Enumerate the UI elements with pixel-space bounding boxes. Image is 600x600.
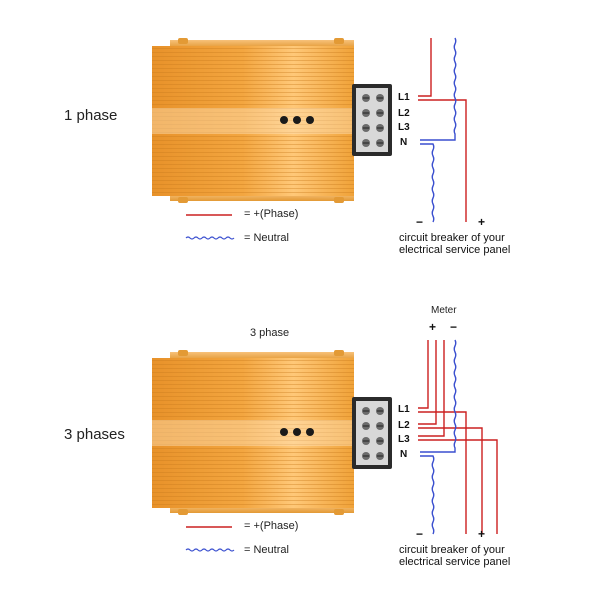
breaker-caption-line2: electrical service panel	[399, 556, 511, 568]
phase-wire-l2	[418, 340, 437, 425]
terminal-label-n: N	[400, 137, 408, 148]
section-label-2: 3 phases	[64, 426, 125, 443]
phase-wire-l1	[418, 340, 429, 409]
terminal-label-l2: L2	[398, 108, 410, 119]
legend-neutral-line	[185, 548, 235, 552]
wiring-2	[418, 339, 498, 535]
breaker-minus-sign: −	[416, 527, 424, 541]
neutral-wire	[420, 455, 435, 535]
breaker-caption-line1: circuit breaker of your	[399, 232, 505, 244]
indicator-dot	[306, 428, 314, 436]
legend-neutral-line	[185, 236, 235, 240]
meter-minus-sign: −	[450, 320, 458, 334]
terminal-label-l1: L1	[398, 404, 410, 415]
wiring-1	[418, 37, 467, 223]
breaker-plus-sign: +	[478, 527, 486, 541]
section-label-1: 1 phase	[64, 107, 118, 124]
indicator-dot	[293, 428, 301, 436]
legend-neutral-text: = Neutral	[244, 232, 289, 244]
terminal-block	[352, 397, 392, 469]
indicator-dot	[280, 116, 288, 124]
device-2	[152, 350, 392, 515]
device-1	[152, 38, 392, 203]
terminal-label-l2: L2	[398, 420, 410, 431]
terminal-label-l3: L3	[398, 122, 410, 133]
breaker-plus-sign: +	[478, 215, 486, 229]
legend-phase-text: = +(Phase)	[244, 520, 299, 532]
phase-wire-l3	[418, 340, 445, 437]
phase-wire	[418, 38, 432, 97]
neutral-wire	[420, 143, 435, 223]
indicator-dot	[306, 116, 314, 124]
phase-wire-l3	[418, 439, 498, 534]
indicator-dot	[293, 116, 301, 124]
legend-neutral-text: = Neutral	[244, 544, 289, 556]
neutral-wire	[420, 339, 457, 453]
device-header: 3 phase	[250, 327, 290, 339]
legend-phase-text: = +(Phase)	[244, 208, 299, 220]
indicator-dot	[280, 428, 288, 436]
terminal-block	[352, 84, 392, 156]
top-flange	[170, 40, 354, 48]
phase-wire-l2	[418, 427, 483, 534]
meter-plus-sign: +	[429, 320, 437, 334]
breaker-caption-line2: electrical service panel	[399, 244, 511, 256]
terminal-label-n: N	[400, 449, 408, 460]
bottom-flange	[170, 193, 354, 201]
breaker-minus-sign: −	[416, 215, 424, 229]
breaker-caption-line1: circuit breaker of your	[399, 544, 505, 556]
phase-wire-l1	[418, 411, 467, 534]
neutral-wire	[420, 37, 457, 141]
phase-wire	[418, 99, 467, 222]
terminal-label-l1: L1	[398, 92, 410, 103]
bottom-flange	[170, 505, 354, 513]
meter-label: Meter	[431, 305, 457, 316]
top-flange	[170, 352, 354, 360]
terminal-label-l3: L3	[398, 434, 410, 445]
